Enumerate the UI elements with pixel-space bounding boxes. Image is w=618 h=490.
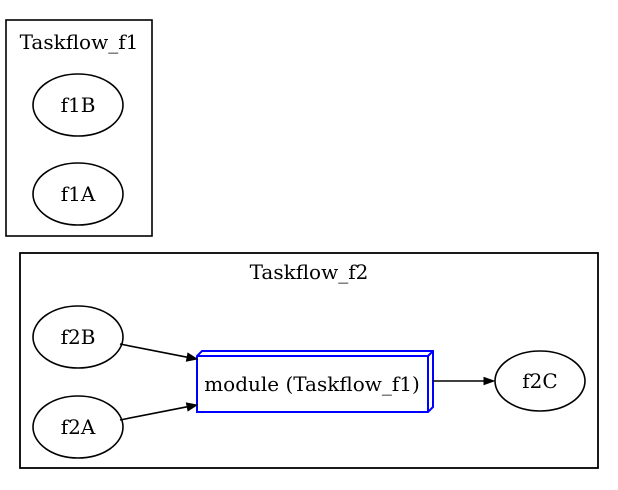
node-f2a: f2A: [32, 395, 124, 459]
edge-module-to-f2c: [433, 376, 496, 386]
cluster-taskflow-f1-label: Taskflow_f1: [20, 30, 139, 54]
cluster-taskflow-f1-border: [5, 19, 153, 237]
cluster-taskflow-f1: Taskflow_f1 f1B f1A: [5, 19, 153, 237]
node-f2c: f2C: [494, 350, 586, 412]
node-f1b: f1B: [32, 73, 124, 137]
node-f1a-ellipse: [32, 162, 124, 226]
node-f1a: f1A: [32, 162, 124, 226]
cluster-taskflow-f2-border: [19, 252, 599, 469]
node-f1a-label: f1A: [61, 182, 96, 206]
node-module-box3d-inner-edges: [197, 350, 434, 412]
edge-f2b-to-module-line: [119, 343, 188, 358]
node-f2c-label: f2C: [522, 369, 557, 393]
edge-module-to-f2c-arrowhead-icon: [483, 376, 496, 386]
node-module: module (Taskflow_f1): [196, 350, 434, 413]
edge-f2a-to-module-line: [119, 406, 188, 421]
node-f1b-label: f1B: [61, 93, 96, 117]
node-f2b-label: f2B: [61, 325, 96, 349]
node-f2a-label: f2A: [61, 415, 96, 439]
node-module-label: module (Taskflow_f1): [204, 372, 420, 396]
cluster-taskflow-f2-label: Taskflow_f2: [250, 260, 369, 284]
edge-f2b-to-module: [119, 343, 199, 362]
edge-f2a-to-module: [119, 402, 199, 421]
edge-f2a-to-module-arrowhead-icon: [185, 402, 199, 412]
cluster-taskflow-f2: Taskflow_f2 f2B f2A module (Taskflow_f1)…: [19, 252, 599, 469]
node-f2b: f2B: [32, 305, 124, 369]
node-f2a-ellipse: [32, 395, 124, 459]
edge-f2b-to-module-arrowhead-icon: [185, 352, 199, 362]
node-f2b-ellipse: [32, 305, 124, 369]
node-f1b-ellipse: [32, 73, 124, 137]
